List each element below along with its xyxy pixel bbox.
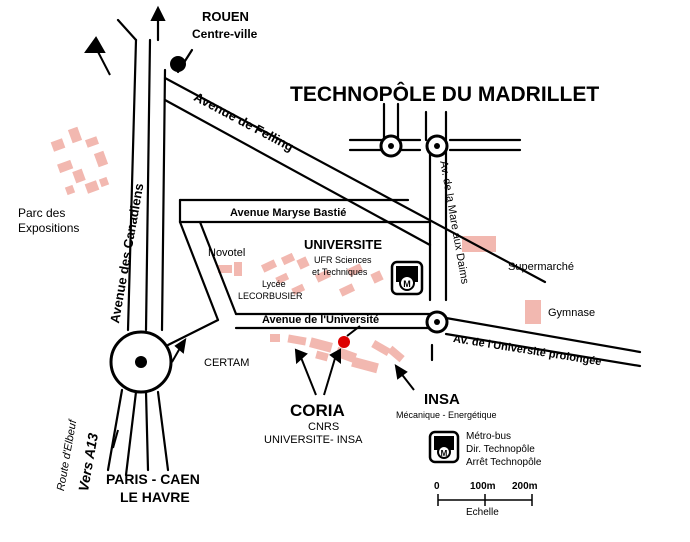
road-canadiens-left	[126, 38, 138, 332]
arrow-coria-2-head	[329, 348, 341, 365]
label-coria: CORIA	[290, 401, 345, 420]
arrow-certam-head	[174, 337, 187, 354]
label-ufr-line1: UFR Sciences	[314, 255, 372, 265]
label-novotel: Novotel	[208, 247, 246, 259]
label-parc-line2: Expositions	[18, 221, 80, 235]
arrow-certam-shaft	[171, 347, 181, 363]
arrow-coria-2	[323, 354, 337, 396]
label-centre-ville: Centre-ville	[192, 27, 258, 41]
road-prolongee-bottom	[444, 332, 642, 368]
roads	[106, 16, 642, 477]
road-inner-diagonal-2	[178, 220, 220, 322]
supermarche-building	[462, 236, 496, 252]
destination-marker	[338, 336, 350, 348]
label-avenue-bastie: Avenue Maryse Bastié	[230, 207, 347, 219]
label-lycee-line1: Lycée	[262, 279, 286, 289]
scale-label-0: 0	[434, 481, 440, 492]
parc-expositions-halls	[50, 126, 110, 196]
roundabout-universite-center	[434, 319, 440, 325]
big-roundabout-center	[135, 356, 147, 368]
scale-label-200: 200m	[512, 481, 538, 492]
roundabout-north-b-center	[434, 143, 440, 149]
arrow-coria-1	[299, 354, 317, 396]
scale-bar	[437, 494, 533, 506]
svg-text:M: M	[441, 449, 448, 458]
novotel-buildings	[218, 262, 242, 276]
arrow-a13-shaft	[112, 429, 119, 449]
label-insa-sub: Mécanique - Energétique	[396, 410, 497, 420]
road-elbeuf	[106, 388, 124, 472]
buildings	[50, 126, 541, 374]
road-canadiens-center	[144, 38, 152, 332]
arrows	[84, 5, 415, 449]
label-rouen: ROUEN	[202, 9, 249, 24]
road-felling-top	[163, 76, 547, 284]
label-ufr-line2: et Techniques	[312, 267, 368, 277]
legend-metro-line2: Dir. Technopôle	[466, 444, 535, 455]
road-south-2	[144, 390, 150, 472]
page-title: TECHNOPÔLE DU MADRILLET	[290, 83, 600, 106]
roundabouts	[109, 56, 449, 394]
gymnase-building	[525, 300, 541, 324]
road-felling-bottom	[163, 98, 432, 247]
lycee-buildings	[260, 252, 384, 297]
arrow-coria-1-head	[294, 348, 308, 365]
label-avenue-universite: Avenue de l'Université	[262, 314, 380, 326]
legend-metro-line1: Métro-bus	[466, 431, 512, 442]
arrow-insa-head	[394, 364, 408, 380]
road-inner-diagonal	[198, 220, 238, 316]
label-univ-insa: UNIVERSITE- INSA	[264, 434, 363, 446]
label-insa: INSA	[424, 391, 460, 408]
label-le-havre: LE HAVRE	[120, 489, 190, 505]
label-certam: CERTAM	[204, 357, 250, 369]
arrow-north-left	[84, 36, 106, 53]
arrow-north-left-shaft	[94, 45, 111, 76]
legend-metro-line3: Arrêt Technopôle	[466, 457, 542, 468]
rouen-roundabout	[170, 56, 186, 72]
arrow-marker	[346, 325, 361, 337]
scale-label-echelle: Echelle	[466, 507, 499, 518]
label-lycee-line2: LECORBUSIER	[238, 291, 303, 301]
svg-text:M: M	[403, 279, 411, 289]
road-universite-link	[166, 318, 220, 347]
label-gymnase: Gymnase	[548, 307, 596, 319]
roundabout-north-a-center	[388, 143, 394, 149]
road-south-3	[156, 390, 170, 472]
road-canadiens-right	[160, 68, 167, 332]
road-south-1	[124, 390, 138, 477]
legend-metro-bus-icon: M	[428, 430, 460, 464]
metro-bus-icon: M	[390, 260, 424, 296]
coria-insa-buildings	[270, 334, 405, 374]
label-paris-caen: PARIS - CAEN	[106, 471, 200, 487]
label-supermarche: Supermarché	[508, 261, 575, 273]
label-universite: UNIVERSITE	[304, 237, 383, 252]
road-prolongee-top	[444, 316, 642, 354]
label-parc-line1: Parc des	[18, 206, 66, 220]
scale-label-100: 100m	[470, 481, 496, 492]
road-north-spur	[116, 18, 138, 42]
arrow-rouen-head	[150, 5, 166, 21]
label-cnrs: CNRS	[308, 421, 340, 433]
